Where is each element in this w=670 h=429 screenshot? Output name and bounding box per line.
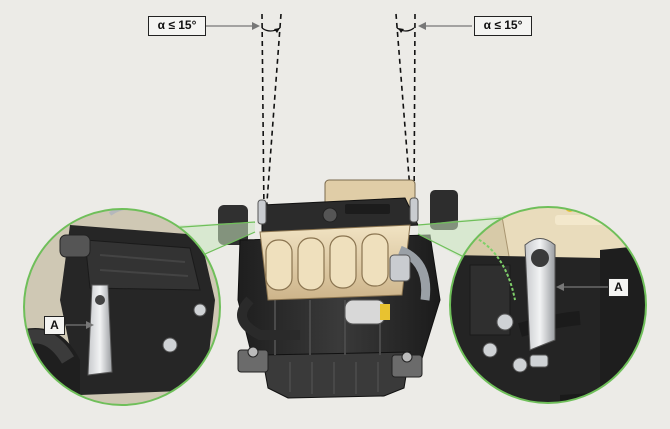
arc-arrowhead-right	[398, 28, 404, 33]
tilt-angle-right	[395, 13, 416, 216]
tilt-arc-right	[396, 27, 415, 32]
angle-label-left: α ≤ 15°	[148, 16, 206, 36]
zoom-ring-left	[23, 208, 221, 406]
angle-pointer-arrow-right	[418, 22, 426, 30]
callout-label-left: A	[44, 316, 65, 335]
arc-arrowhead-left	[274, 28, 280, 33]
engine	[218, 179, 458, 399]
lifting-bracket-right	[524, 238, 556, 351]
lifting-bracket-left-small	[257, 199, 267, 225]
lifting-bracket-left	[87, 284, 113, 376]
callout-arrowhead-left	[86, 321, 94, 329]
angle-pointer-arrow-left	[252, 22, 260, 30]
tilt-angle-left	[261, 13, 282, 216]
angle-label-right: α ≤ 15°	[474, 16, 532, 36]
callout-label-right: A	[608, 278, 629, 297]
lifting-bracket-right-small	[409, 197, 419, 223]
callout-arrowhead-right	[556, 283, 564, 291]
zoom-ring-right	[449, 206, 647, 404]
